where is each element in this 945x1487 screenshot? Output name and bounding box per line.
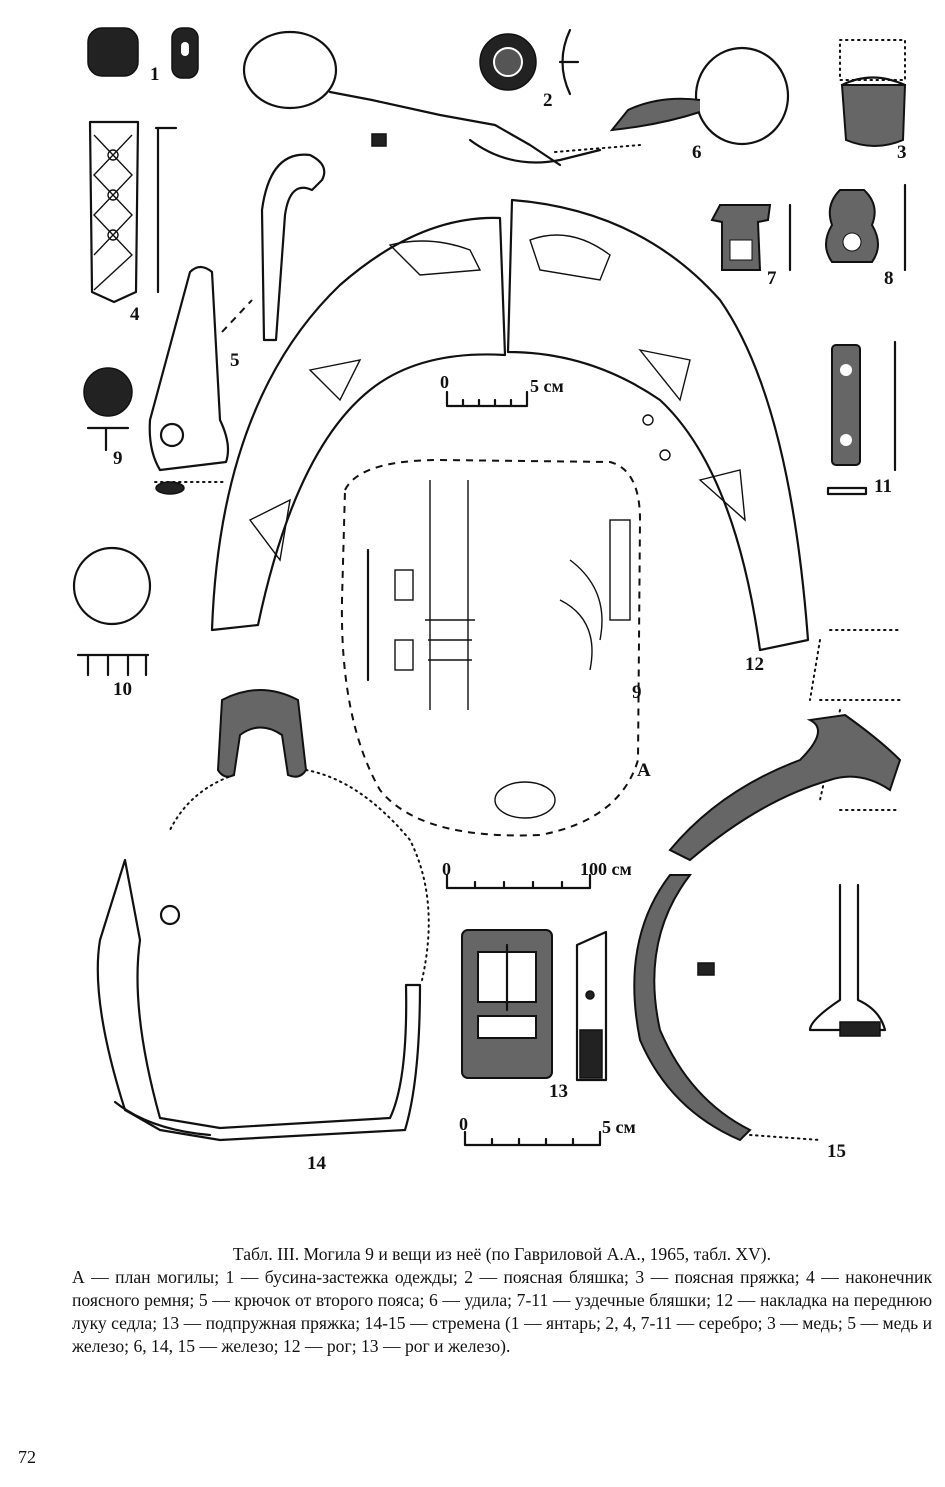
item-9-bridle-plaque xyxy=(83,367,133,452)
item-15-stirrup xyxy=(633,629,902,1142)
scale-2-start: 0 xyxy=(442,859,451,879)
label-11: 11 xyxy=(874,476,892,497)
label-2: 2 xyxy=(543,90,553,111)
item-7-bridle-plaque xyxy=(710,203,792,272)
label-15: 15 xyxy=(827,1141,846,1162)
label-14: 14 xyxy=(307,1153,327,1174)
label-1: 1 xyxy=(150,64,160,85)
item-8-bridle-plaque xyxy=(825,183,907,272)
scale-bar-1: 0 5 см xyxy=(440,372,564,408)
item-5-belt-hook xyxy=(148,153,326,495)
item-11-bridle-plaque xyxy=(826,340,897,496)
label-7: 7 xyxy=(767,268,777,289)
scale-2-end: 100 см xyxy=(580,859,632,879)
item-13-girth-buckle xyxy=(461,929,608,1082)
label-13: 13 xyxy=(549,1081,568,1102)
scale-3-end: 5 см xyxy=(602,1117,636,1137)
item-6-bridle-bit xyxy=(242,30,790,167)
item-10-ring xyxy=(72,546,152,677)
label-9: 9 xyxy=(113,448,123,469)
item-2-belt-plaque xyxy=(479,28,580,96)
item-4-strap-end xyxy=(88,120,178,304)
scale-1-start: 0 xyxy=(440,372,449,392)
label-8: 8 xyxy=(884,268,894,289)
caption-title: Табл. III. Могила 9 и вещи из неё (по Га… xyxy=(232,1244,772,1264)
scale-1-end: 5 см xyxy=(530,376,564,396)
label-10: 10 xyxy=(113,679,132,700)
item-12-saddle-bow-overlay xyxy=(210,198,810,652)
item-14-stirrup xyxy=(96,689,430,1142)
label-12: 12 xyxy=(745,654,764,675)
figure-caption: Табл. III. Могила 9 и вещи из неё (по Га… xyxy=(72,1243,932,1358)
archaeological-plate: 0 5 см 0 100 см 0 5 см 1 2 3 4 5 6 7 8 9… xyxy=(72,27,907,1174)
caption-body: А — план могилы; 1 — бусина-застежка оде… xyxy=(72,1267,932,1356)
label-6: 6 xyxy=(692,142,702,163)
scale-bar-2: 0 100 см xyxy=(442,859,632,890)
page-number: 72 xyxy=(18,1447,36,1467)
item-3-belt-buckle xyxy=(839,39,907,147)
label-5: 5 xyxy=(230,350,240,371)
grave-plan-a xyxy=(340,458,642,837)
scale-3-start: 0 xyxy=(459,1114,468,1134)
item-1-bead-fastener xyxy=(87,27,199,79)
label-3: 3 xyxy=(897,142,907,163)
label-9-grave: 9 xyxy=(632,682,642,703)
label-4: 4 xyxy=(130,304,140,325)
label-a: А xyxy=(637,760,651,781)
scale-bar-3: 0 5 см xyxy=(459,1114,636,1147)
